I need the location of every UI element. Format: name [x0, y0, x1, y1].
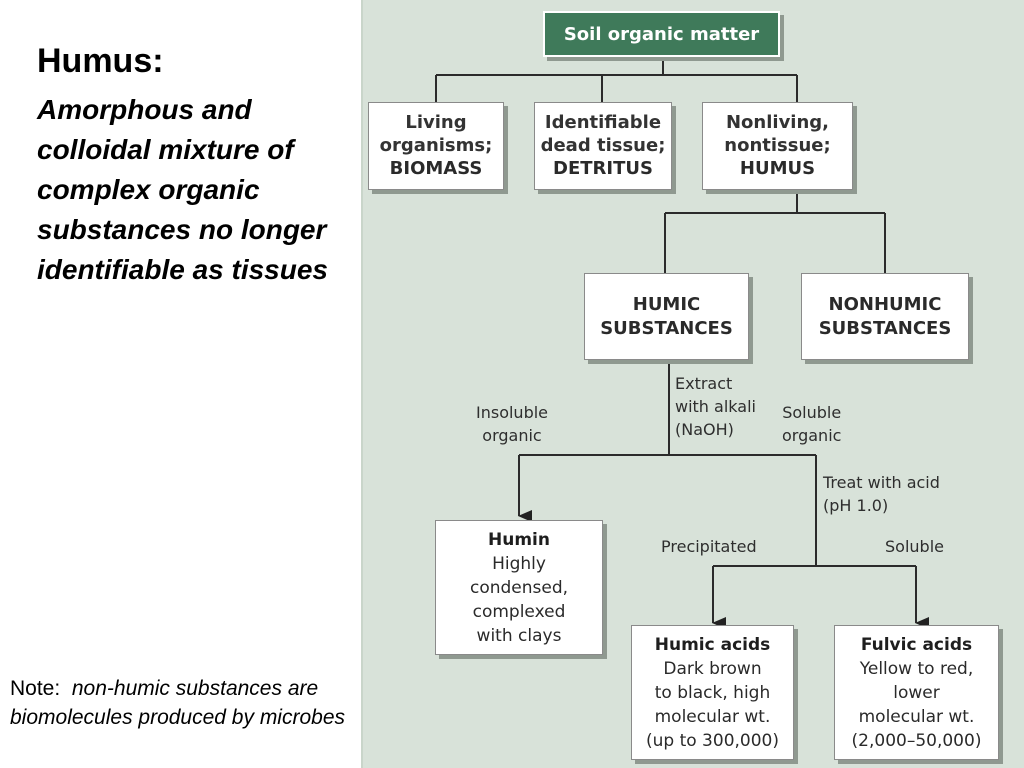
humus-definition: Amorphous and colloidal mixture of compl…	[37, 94, 328, 285]
label-precipitated: Precipitated	[661, 537, 757, 556]
node-line: nontissue;	[724, 135, 831, 156]
node-term: BIOMASS	[389, 158, 483, 179]
node-line: complexed	[472, 601, 566, 622]
node-title: Humic acids	[654, 634, 771, 655]
node-line: Yellow to red,	[859, 658, 974, 679]
node-title: Fulvic acids	[860, 634, 973, 655]
node-soil-organic-matter: Soil organic matter	[543, 11, 780, 57]
node-line: organisms;	[379, 135, 493, 156]
label-soluble-organic: Soluble organic	[782, 403, 842, 445]
node-nonhumic-substances: NONHUMIC SUBSTANCES	[801, 273, 969, 360]
node-fulvic-acids: Fulvic acids Yellow to red, lower molecu…	[834, 625, 999, 760]
node-line: molecular wt.	[654, 706, 771, 727]
node-line: with clays	[476, 625, 562, 646]
soil-organic-matter-diagram: Soil organic matter Living organisms; BI…	[361, 0, 1024, 768]
node-line: SUBSTANCES	[600, 317, 733, 339]
label-treat-with-acid: Treat with acid (pH 1.0)	[823, 473, 940, 515]
node-line: molecular wt.	[858, 706, 975, 727]
page-title: Humus:	[37, 42, 164, 80]
node-humic-substances: HUMIC SUBSTANCES	[584, 273, 749, 360]
node-line: dead tissue;	[540, 135, 666, 156]
node-biomass: Living organisms; BIOMASS	[368, 102, 504, 190]
node-title: Humin	[488, 529, 550, 550]
node-term: DETRITUS	[553, 158, 653, 179]
node-line: Identifiable	[544, 112, 662, 133]
node-line: lower	[893, 682, 940, 703]
node-label: Soil organic matter	[563, 23, 760, 45]
node-line: Living	[405, 112, 467, 133]
label-insoluble-organic: Insoluble organic	[476, 403, 549, 445]
node-term: HUMUS	[739, 158, 816, 179]
footnote: Note: non-humic substances are biomolecu…	[10, 674, 355, 732]
node-line: SUBSTANCES	[818, 317, 952, 339]
node-line: Nonliving,	[725, 112, 830, 133]
node-line: (up to 300,000)	[645, 730, 779, 751]
node-humic-acids: Humic acids Dark brown to black, high mo…	[631, 625, 794, 760]
label-extract-with-alkali: Extract with alkali (NaOH)	[675, 374, 756, 439]
node-line: NONHUMIC	[828, 293, 942, 315]
node-line: (2,000–50,000)	[851, 730, 982, 751]
node-line: to black, high	[654, 682, 771, 703]
label-soluble: Soluble	[885, 537, 944, 556]
node-line: HUMIC	[632, 293, 701, 315]
connector-lines	[435, 58, 929, 629]
node-humin: Humin Highly condensed, complexed with c…	[435, 520, 603, 655]
node-line: Highly	[492, 553, 546, 574]
node-humus: Nonliving, nontissue; HUMUS	[702, 102, 853, 190]
node-line: condensed,	[469, 577, 569, 598]
node-detritus: Identifiable dead tissue; DETRITUS	[534, 102, 672, 190]
note-label: Note:	[10, 677, 61, 700]
node-line: Dark brown	[663, 658, 762, 679]
note-text: non-humic substances are biomolecules pr…	[10, 677, 346, 729]
